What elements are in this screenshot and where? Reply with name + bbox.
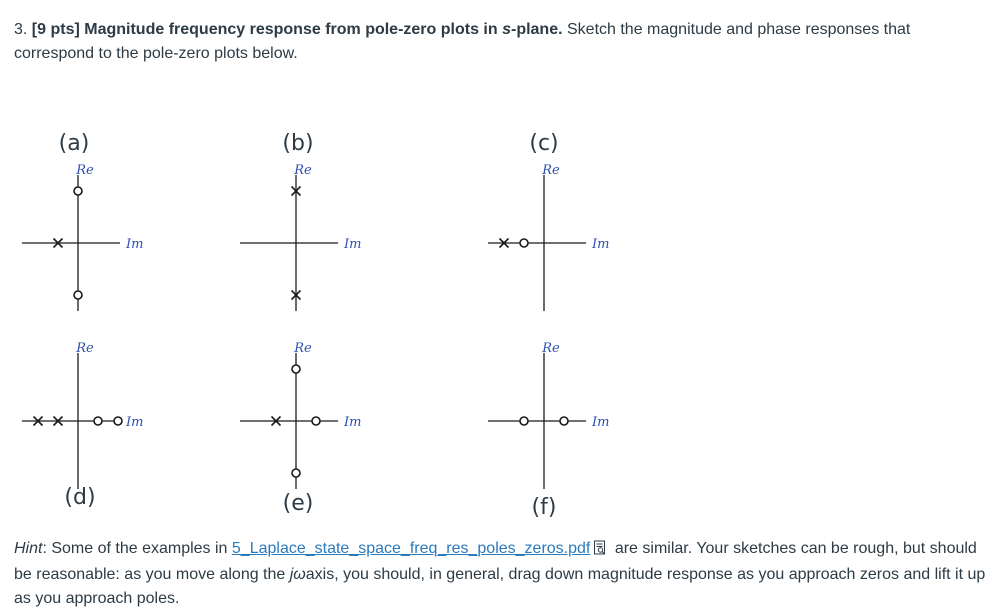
jw-symbol: jω [289,566,306,583]
plot-label: (e) [283,491,314,516]
re-axis-label: Re [75,163,94,178]
im-axis-label: Im [343,237,361,252]
plot-label: (c) [529,131,558,156]
im-axis-label: Im [125,415,143,430]
re-axis-label: Re [541,341,560,356]
zero-marker [113,416,123,426]
zero-marker [519,238,529,248]
plot-label: (a) [59,131,90,156]
question-number: 3. [14,21,28,38]
zero-marker [73,186,83,196]
question-title: Magnitude frequency response from pole-z… [84,21,563,38]
re-axis-label: Re [293,341,312,356]
zero-marker [73,290,83,300]
re-axis-label: Re [75,341,94,356]
zero-marker [311,416,321,426]
re-axis-label: Re [541,163,560,178]
zero-marker [93,416,103,426]
zero-marker [291,364,301,374]
im-axis-label: Im [591,415,609,430]
im-axis-label: Im [343,415,361,430]
zero-marker [291,468,301,478]
im-axis-label: Im [591,237,609,252]
pole-marker [270,415,282,427]
pole-zero-diagrams: (a)ReIm(b)ReIm(c)ReIm(d)ReIm(e)ReIm(f)Re… [22,131,609,520]
lecture-pdf-link[interactable]: 5_Laplace_state_space_freq_res_poles_zer… [231,540,591,557]
pole-marker [52,415,64,427]
hint-prefix: Hint [14,540,43,557]
plot-label: (d) [64,485,95,510]
zero-marker [519,416,529,426]
question-points: [9 pts] [31,21,80,38]
pole-marker [290,289,302,301]
plot-label: (f) [532,495,557,520]
pole-marker [52,237,64,249]
re-axis-label: Re [293,163,312,178]
question-body: Sketch the magnitude and phase responses… [14,21,911,62]
pole-marker [32,415,44,427]
zero-marker [559,416,569,426]
pole-marker [498,237,510,249]
document-preview-icon[interactable] [593,539,607,563]
plot-label: (b) [282,131,313,156]
question-text: 3. [9 pts] Magnitude frequency response … [14,18,989,66]
pole-marker [290,185,302,197]
hint-text: Hint: Some of the examples in 5_Laplace_… [14,539,986,607]
im-axis-label: Im [125,237,143,252]
